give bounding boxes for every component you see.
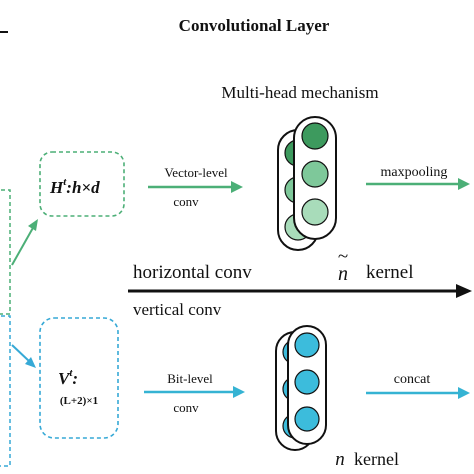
cyan-kernel-stack (275, 325, 327, 451)
green-diagonal-arrowhead (28, 219, 38, 231)
green-kernel-cell (301, 122, 329, 150)
green-diagonal-arrow (11, 225, 35, 266)
cyan-kernel-cell (294, 406, 320, 432)
concat-arrowhead (458, 387, 470, 399)
kernel-tilde: ~ (338, 246, 348, 267)
vector-conv-arrowhead (231, 181, 243, 193)
multihead-label: Multi-head mechanism (221, 83, 378, 102)
cyan-kernel-cell (294, 332, 320, 358)
maxpooling-label: maxpooling (381, 165, 448, 180)
left-edge-cyan-box (0, 315, 11, 467)
v-input-label: Vt: (58, 367, 78, 388)
h-input-box (39, 151, 125, 217)
vector-level-label: Vector-level (164, 165, 228, 180)
kernel-n-tilde: n (338, 263, 348, 285)
concat-label: concat (394, 372, 431, 387)
horizontal-conv-label: horizontal conv (133, 262, 252, 283)
h-input-label: Ht:h×d (49, 176, 100, 197)
vector-conv-label: conv (173, 194, 199, 209)
diagram-title: Convolutional Layer (179, 16, 330, 35)
v-input-box (39, 317, 119, 439)
green-kernel-cell (301, 198, 329, 226)
bit-conv-arrowhead (233, 386, 245, 398)
kernel-word-top: kernel (366, 262, 413, 283)
green-kernel-cell (301, 160, 329, 188)
green-kernel-stack (277, 116, 337, 251)
v-input-dims: (L+2)×1 (60, 395, 98, 407)
maxpooling-arrowhead (458, 178, 470, 190)
vertical-conv-label: vertical conv (133, 300, 222, 319)
cyan-diagonal-arrowhead (25, 357, 36, 368)
bit-level-label: Bit-level (167, 371, 213, 386)
left-edge-green-box (0, 189, 11, 315)
kernel-word-bottom: kernel (354, 449, 399, 469)
cyan-kernel-cell (294, 369, 320, 395)
kernel-n-bottom: n (335, 449, 345, 470)
bit-conv-label: conv (173, 400, 199, 415)
horizontal-conv-arrowhead (456, 284, 472, 298)
cyan-diagonal-arrow (11, 344, 31, 363)
